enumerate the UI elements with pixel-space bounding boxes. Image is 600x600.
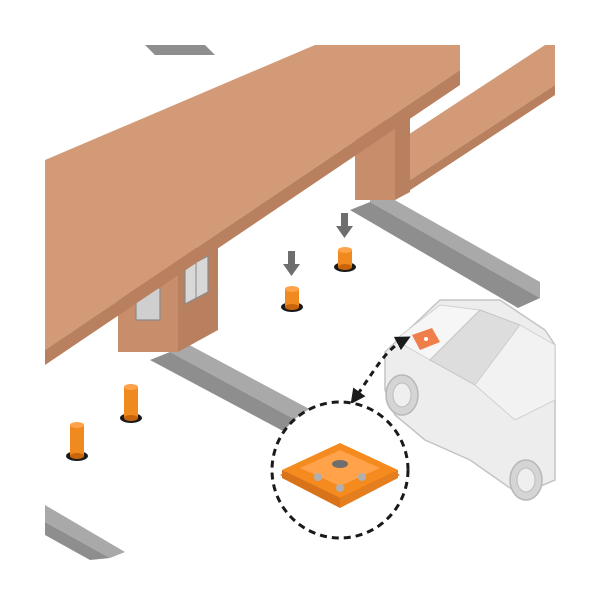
- car-tag: [412, 328, 440, 350]
- curb-top-left: [145, 45, 215, 55]
- curb-back: [350, 186, 540, 308]
- bollard-retracting-left: [281, 286, 303, 312]
- sensor-device: [280, 443, 400, 508]
- bollard-retracting-right: [334, 247, 356, 272]
- curb-front: [45, 505, 125, 560]
- down-arrow-icon: [336, 213, 353, 238]
- bollard-raised-back: [120, 384, 142, 423]
- car: [384, 299, 556, 501]
- back-structure: [385, 45, 555, 200]
- bollard-raised-front: [66, 422, 88, 461]
- double-headed-dashed-arrow: [350, 336, 411, 405]
- canopy: [45, 45, 460, 365]
- curb-middle: [150, 340, 330, 440]
- down-arrow-icon: [283, 251, 300, 276]
- sensor-callout: [270, 400, 410, 540]
